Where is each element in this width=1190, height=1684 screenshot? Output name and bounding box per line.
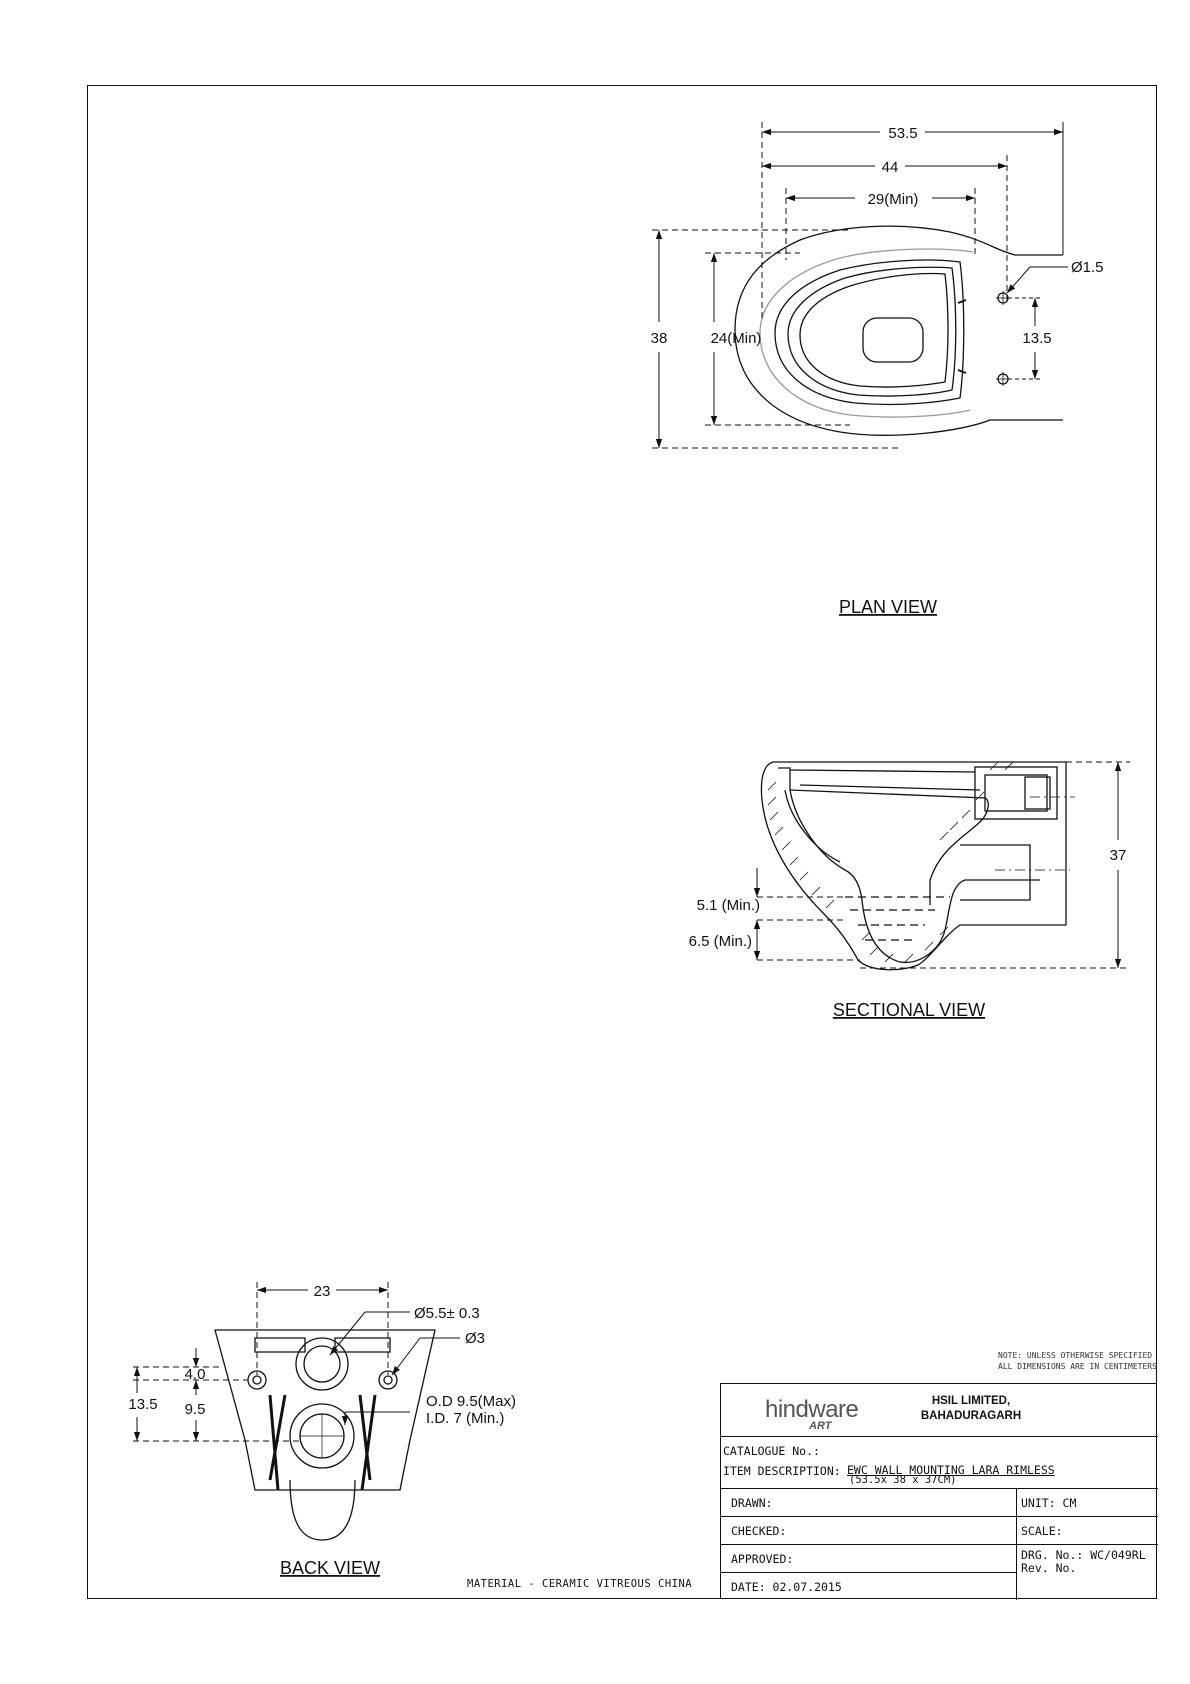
dim-hole-dia: Ø1.5: [1071, 259, 1104, 276]
item-description: EWC WALL MOUNTING LARA RIMLESS: [847, 1463, 1055, 1477]
dim-trap-depth: 6.5 (Min.): [689, 933, 752, 950]
note-line-2: ALL DIMENSIONS ARE IN CENTIMETERS: [998, 1362, 1157, 1371]
catalogue-label: CATALOGUE No.:: [723, 1444, 820, 1458]
dim-spacing: 23: [314, 1283, 331, 1300]
plan-view-dimensions: [652, 122, 1068, 449]
checked-label: CHECKED:: [731, 1524, 787, 1538]
item-size: (53.5x 38 x 37CM): [849, 1474, 957, 1486]
drawn-label: DRAWN:: [731, 1496, 773, 1510]
tb-divider: [721, 1572, 1016, 1573]
dim-upper: 4.0: [185, 1366, 206, 1383]
dim-min-width: 29(Min): [868, 191, 919, 208]
item-description-label: ITEM DESCRIPTION:: [723, 1464, 841, 1478]
title-block: hindware ART HSIL LIMITED, BAHADURAGARH …: [720, 1383, 1158, 1600]
dim-overall-width: 53.5: [888, 125, 917, 142]
back-view-drawing: [214, 1329, 436, 1541]
drawing-number: DRG. No.: WC/049RL: [1021, 1548, 1146, 1562]
back-view-dimensions: [133, 1282, 460, 1442]
dim-min-depth: 24(Min): [711, 330, 762, 347]
unit-label: UNIT: CM: [1021, 1496, 1077, 1510]
tb-divider: [721, 1544, 1158, 1545]
dim-big-hole: Ø5.5± 0.3: [414, 1305, 480, 1322]
drawing-sheet-border: [87, 85, 1157, 1599]
tb-divider: [721, 1488, 1158, 1489]
dim-depth: 38: [651, 330, 668, 347]
scale-label: SCALE:: [1021, 1524, 1063, 1538]
company-name: HSIL LIMITED,: [931, 1395, 1011, 1407]
note-line-1: NOTE: UNLESS OTHERWISE SPECIFIED: [998, 1351, 1153, 1360]
back-view-label: BACK VIEW: [280, 1558, 380, 1578]
plan-view-drawing: [734, 225, 1063, 436]
dim-height: 37: [1110, 847, 1127, 864]
sectional-view-drawing: [760, 761, 1075, 971]
dim-total: 13.5: [128, 1396, 157, 1413]
dim-inner-dia: I.D. 7 (Min.): [426, 1410, 504, 1427]
dim-outer-dia: O.D 9.5(Max): [426, 1393, 516, 1410]
date-label: DATE: 02.07.2015: [731, 1580, 842, 1594]
dim-mid-width: 44: [882, 159, 899, 176]
sectional-view-dimensions: [753, 761, 1130, 969]
plan-view-label: PLAN VIEW: [839, 597, 937, 617]
revision-number: Rev. No.: [1021, 1561, 1077, 1575]
dim-small-hole: Ø3: [465, 1330, 485, 1347]
company-location: BAHADURAGARH: [920, 1410, 1022, 1422]
plan-view-dimension-text: 53.5 44 29(Min) Ø1.5 38 24(Min) 13.5: [651, 125, 1104, 347]
dim-lower: 9.5: [185, 1401, 206, 1418]
dim-hole-spacing: 13.5: [1022, 330, 1051, 347]
dim-water-seal: 5.1 (Min.): [697, 897, 760, 914]
tb-divider: [1016, 1488, 1017, 1600]
brand-logo: hindware: [765, 1396, 859, 1423]
brand-logo-sub: ART: [809, 1420, 832, 1432]
sectional-view-label: SECTIONAL VIEW: [833, 1000, 985, 1020]
material-note: MATERIAL - CERAMIC VITREOUS CHINA: [467, 1578, 693, 1590]
sectional-view-dimension-text: 37 5.1 (Min.) 6.5 (Min.): [689, 847, 1127, 950]
tb-divider: [721, 1436, 1158, 1437]
approved-label: APPROVED:: [731, 1552, 794, 1566]
tb-divider: [721, 1516, 1158, 1517]
back-view-dimension-text: 23 Ø5.5± 0.3 Ø3 4.0 13.5 9.5 O.D 9.5(Max…: [128, 1283, 516, 1427]
